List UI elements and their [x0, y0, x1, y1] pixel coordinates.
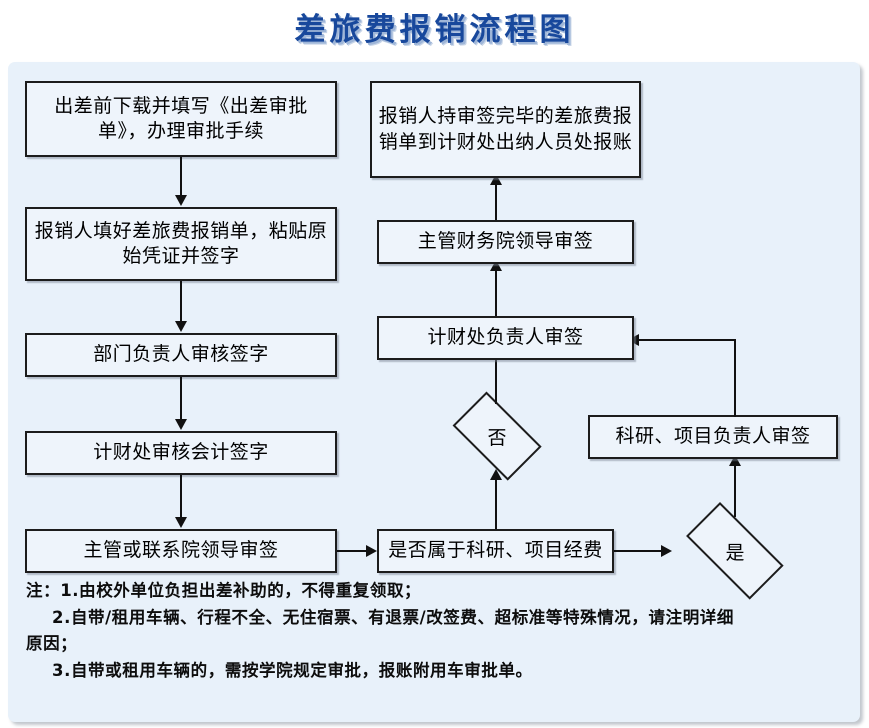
- node-label: 出差前下载并填写《出差审批单》，办理审批手续: [54, 94, 308, 142]
- connector-n6-yes: [614, 550, 667, 552]
- node-label: 部门负责人审核签字: [93, 343, 269, 366]
- node-label: 计财处审核会计签字: [93, 441, 269, 464]
- connector-n5-n6: [337, 550, 371, 552]
- node-finance-head-sign[interactable]: 计财处负责人审签: [377, 316, 634, 360]
- node-fill-reimbursement-form[interactable]: 报销人填好差旅费报销单，粘贴原始凭证并签字: [25, 207, 337, 281]
- note-line-4: 3.自带或租用车辆的，需按学院规定审批，报账附用车审批单。: [52, 661, 533, 681]
- node-department-head-sign[interactable]: 部门负责人审核签字: [25, 333, 337, 377]
- connector-yes-n7: [734, 459, 736, 517]
- arrowhead-n5-n6: [366, 545, 377, 557]
- note-line-1: 注：1.由校外单位负担出差补助的，不得重复领取；: [26, 581, 422, 600]
- note-line-2: 2.自带/租用车辆、行程不全、无住宿票、有退票/改签费、超标准等特殊情况，请注明…: [52, 607, 735, 627]
- connector-n7-up: [734, 339, 736, 417]
- notes-block: 注：1.由校外单位负担出差补助的，不得重复领取； 2.自带/租用车辆、行程不全、…: [26, 578, 842, 685]
- decision-yes-label: 是: [725, 541, 745, 564]
- arrowhead-yes-n7: [729, 455, 741, 466]
- arrowhead-n6-no: [490, 469, 502, 480]
- arrowhead-n2-n3: [175, 321, 187, 332]
- connector-n8-n9: [495, 264, 497, 316]
- note-line-3: 原因；: [26, 634, 78, 654]
- node-label: 是否属于科研、项目经费: [388, 539, 603, 562]
- node-cashier-payout[interactable]: 报销人持审签完毕的差旅费报销单到计财处出纳人员处报账: [370, 81, 641, 178]
- node-label: 科研、项目负责人审签: [615, 425, 811, 448]
- node-supervising-leader-sign[interactable]: 主管或联系院领导审签: [25, 529, 337, 573]
- connector-n2-n3: [180, 281, 182, 327]
- node-download-approval-form[interactable]: 出差前下载并填写《出差审批单》，办理审批手续: [25, 81, 337, 157]
- connector-n4-n5: [180, 475, 182, 523]
- node-finance-vice-president-sign[interactable]: 主管财务院领导审签: [377, 220, 634, 264]
- arrowhead-n8-n9: [490, 260, 502, 271]
- connector-n1-n2: [180, 157, 182, 201]
- node-finance-accountant-sign[interactable]: 计财处审核会计签字: [25, 431, 337, 475]
- arrowhead-n3-n4: [175, 419, 187, 430]
- connector-n3-n4: [180, 377, 182, 425]
- node-label: 报销人持审签完毕的差旅费报销单到计财处出纳人员处报账: [378, 105, 633, 153]
- connector-n6-no: [495, 473, 497, 529]
- connector-no-n8: [495, 360, 497, 404]
- node-label: 报销人填好差旅费报销单，粘贴原始凭证并签字: [34, 219, 328, 267]
- connector-n7-left: [634, 339, 736, 341]
- connector-n9-n10: [495, 178, 497, 220]
- decision-yes[interactable]: 是: [671, 502, 799, 600]
- page-title: 差旅费报销流程图: [294, 12, 575, 48]
- arrowhead-n1-n2: [175, 195, 187, 206]
- node-label: 计财处负责人审签: [427, 326, 584, 349]
- node-label: 主管财务院领导审签: [417, 230, 594, 253]
- node-is-research-project-fund[interactable]: 是否属于科研、项目经费: [377, 529, 614, 573]
- flowchart-panel: 出差前下载并填写《出差审批单》，办理审批手续 报销人填好差旅费报销单，粘贴原始凭…: [8, 62, 860, 722]
- decision-no-label: 否: [487, 426, 507, 449]
- arrowhead-n4-n5: [175, 517, 187, 528]
- arrowhead-n9-n10: [490, 174, 502, 185]
- decision-no[interactable]: 否: [442, 391, 552, 481]
- node-research-project-leader-sign[interactable]: 科研、项目负责人审签: [588, 415, 838, 459]
- arrowhead-n6-yes: [661, 545, 672, 557]
- node-label: 主管或联系院领导审签: [83, 539, 279, 562]
